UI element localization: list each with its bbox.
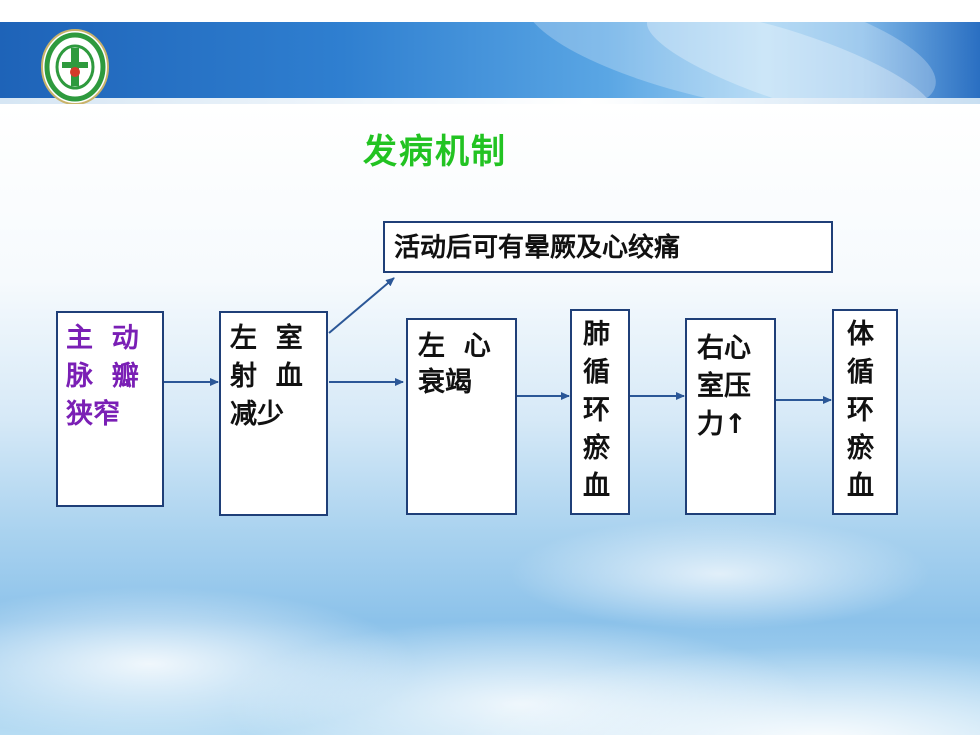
lv-output-line-2: 射 血	[230, 361, 303, 392]
university-logo	[40, 28, 110, 106]
lv-output-line-3: 减少	[230, 399, 284, 430]
box-symptoms	[383, 221, 833, 273]
pulmonary-line-5: 血	[583, 471, 610, 502]
symptoms-label: 活动后可有晕厥及心绞痛	[394, 233, 681, 263]
systemic-line-5: 血	[847, 471, 874, 502]
rv-pressure-line-2: 室压	[697, 371, 751, 402]
pulmonary-line-2: 循	[583, 357, 610, 388]
box-rv-pressure	[685, 318, 776, 515]
systemic-line-4: 瘀	[847, 433, 874, 464]
systemic-line-2: 循	[847, 357, 874, 388]
box-lv-output	[219, 311, 328, 516]
box-aortic-stenosis	[56, 311, 164, 507]
pulmonary-line-1: 肺	[583, 319, 610, 350]
aortic-line-3: 狭窄	[66, 399, 120, 430]
box-systemic-congestion	[832, 309, 898, 515]
lv-failure-line-2: 衰竭	[418, 367, 472, 398]
pulmonary-line-3: 环	[583, 395, 610, 426]
rv-pressure-line-1: 右心	[697, 333, 751, 364]
aortic-line-1: 主 动	[66, 323, 139, 354]
arrow-lv-to-symptoms	[328, 277, 395, 334]
rv-pressure-line-3: 力↑	[697, 409, 747, 440]
pulmonary-line-4: 瘀	[583, 433, 610, 464]
box-pulmonary-congestion	[570, 309, 630, 515]
systemic-line-3: 环	[847, 395, 874, 426]
lv-output-line-1: 左 室	[230, 323, 303, 354]
lv-failure-line-1: 左 心	[418, 331, 491, 362]
header-banner	[0, 22, 980, 104]
slide-title: 发病机制	[363, 132, 507, 172]
box-lv-failure	[406, 318, 517, 515]
systemic-line-1: 体	[847, 319, 874, 350]
aortic-line-2: 脉 瓣	[66, 361, 139, 392]
